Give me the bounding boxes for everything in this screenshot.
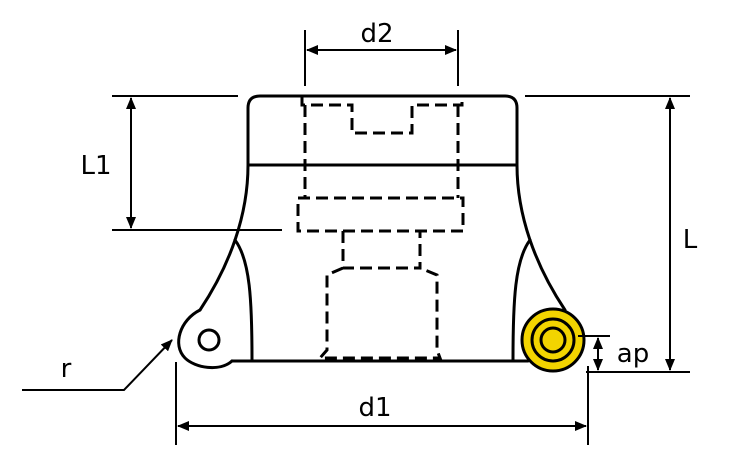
cutter-body (177, 94, 567, 370)
label-d1: d1 (358, 393, 391, 423)
hidden-screw-head (316, 266, 443, 360)
left-insert-hole (197, 328, 221, 352)
hidden-keyway (300, 96, 464, 135)
left-pocket-curve (233, 238, 254, 362)
body-left-flank (198, 163, 250, 312)
hidden-features (296, 96, 465, 360)
right-pocket-curve (511, 238, 532, 362)
hidden-neck (341, 231, 422, 270)
insert-middle-ring (530, 317, 576, 363)
round-insert (520, 307, 586, 373)
hidden-collar (296, 196, 465, 233)
extension-lines (112, 30, 690, 445)
label-d2: d2 (360, 19, 393, 49)
body-right-flank (515, 163, 567, 312)
insert-center-hole (539, 326, 567, 354)
dimension-lines (22, 45, 675, 431)
left-tooth-outline (177, 308, 234, 370)
label-r: r (61, 354, 72, 384)
dim-r-leader (22, 339, 173, 391)
label-L1: L1 (80, 151, 111, 181)
label-L: L (683, 225, 698, 255)
body-top-outline (246, 94, 519, 167)
label-ap: ap (617, 339, 649, 369)
